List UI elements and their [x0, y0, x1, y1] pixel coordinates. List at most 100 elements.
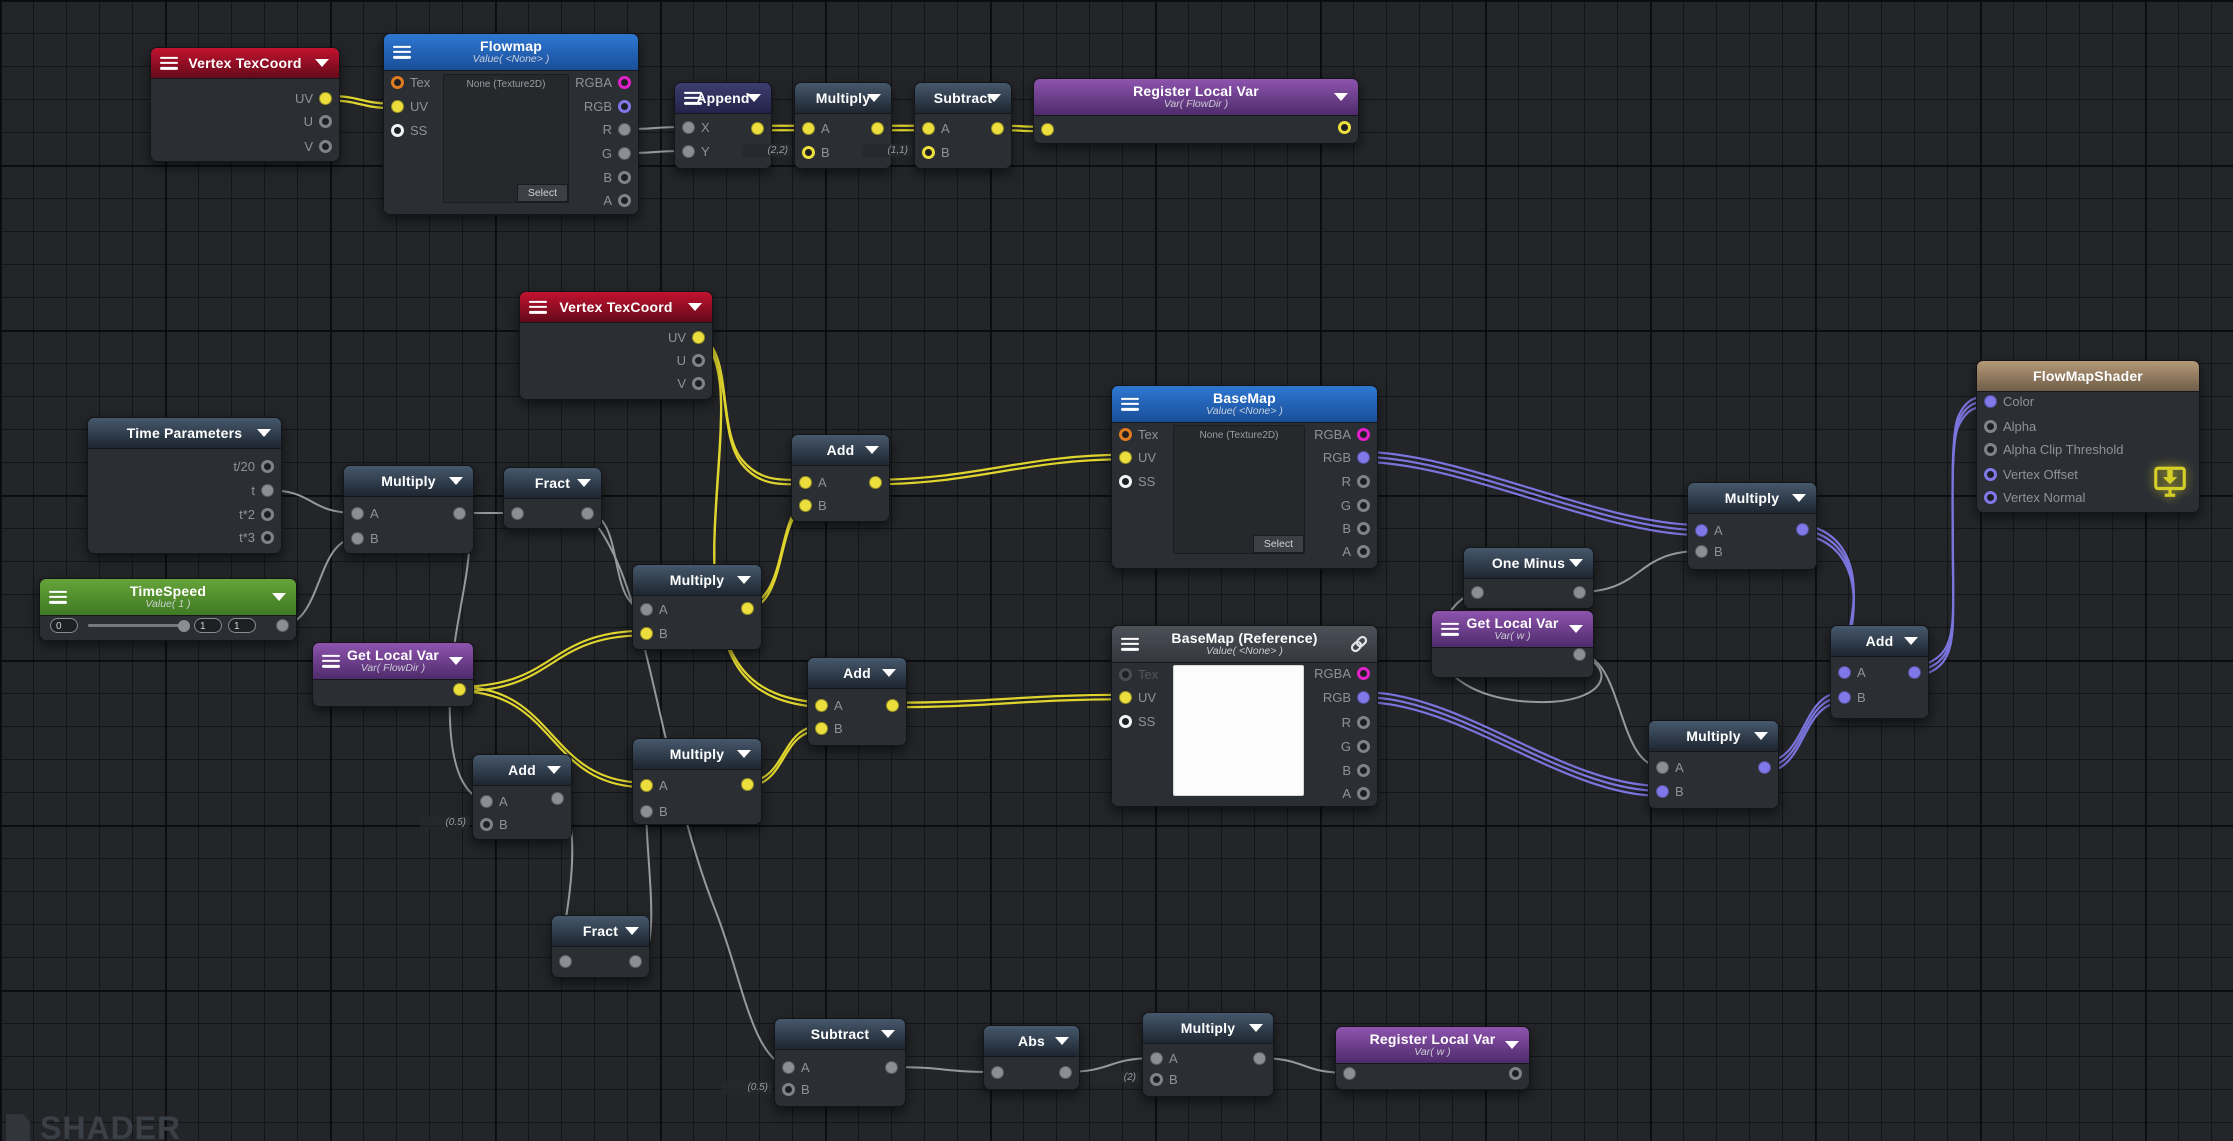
a-port[interactable]	[1357, 787, 1370, 800]
in-port[interactable]	[991, 1066, 1004, 1079]
node-header[interactable]: Subtract	[775, 1019, 905, 1050]
b-port[interactable]	[1695, 545, 1708, 558]
chevron-down-icon[interactable]	[688, 303, 702, 311]
b-port[interactable]	[480, 818, 493, 831]
in-port[interactable]	[1041, 123, 1054, 136]
b-port[interactable]	[815, 722, 828, 735]
node-header[interactable]: Abs	[984, 1026, 1079, 1057]
v-port[interactable]	[692, 377, 705, 390]
a-port[interactable]	[815, 699, 828, 712]
out-port[interactable]	[1509, 1067, 1522, 1080]
node-header[interactable]: Fract	[504, 468, 601, 499]
b-port[interactable]	[782, 1083, 795, 1096]
ss-port[interactable]	[1119, 715, 1132, 728]
chevron-down-icon[interactable]	[1249, 1024, 1263, 1032]
a-port[interactable]	[640, 779, 653, 792]
a-port[interactable]	[351, 507, 364, 520]
in-port[interactable]	[1471, 586, 1484, 599]
rgba-port[interactable]	[1357, 667, 1370, 680]
node-header[interactable]: Multiply	[344, 466, 473, 497]
ss-port[interactable]	[391, 124, 404, 137]
out-port[interactable]	[581, 507, 594, 520]
out-port[interactable]	[741, 602, 754, 615]
alphaclip-port[interactable]	[1984, 443, 1997, 456]
out-port[interactable]	[1908, 666, 1921, 679]
uv-port[interactable]	[1119, 691, 1132, 704]
select-button[interactable]: Select	[516, 184, 568, 202]
node-header[interactable]: Subtract	[915, 83, 1011, 114]
hamburger-icon[interactable]	[684, 89, 702, 107]
a-port[interactable]	[1357, 545, 1370, 558]
link-icon[interactable]	[1349, 634, 1369, 654]
chevron-down-icon[interactable]	[867, 94, 881, 102]
uv-port[interactable]	[319, 92, 332, 105]
export-to-screen-icon[interactable]	[2151, 463, 2189, 504]
b-port[interactable]	[640, 627, 653, 640]
a-port[interactable]	[799, 476, 812, 489]
chevron-down-icon[interactable]	[1904, 637, 1918, 645]
r-port[interactable]	[1357, 716, 1370, 729]
in-port[interactable]	[559, 955, 572, 968]
node-header[interactable]: Add	[792, 435, 889, 466]
node-header[interactable]: Multiply	[795, 83, 891, 114]
b-port[interactable]	[922, 146, 935, 159]
x-port[interactable]	[682, 121, 695, 134]
node-header[interactable]: Multiply	[633, 565, 761, 596]
out-port[interactable]	[629, 955, 642, 968]
r-port[interactable]	[618, 123, 631, 136]
texture-preview[interactable]: None (Texture2D)Select	[1173, 425, 1305, 554]
b-port[interactable]	[802, 146, 815, 159]
b-port[interactable]	[351, 532, 364, 545]
node-header[interactable]: Multiply	[1688, 483, 1816, 514]
node-header[interactable]: FlowMapShader	[1977, 361, 2199, 392]
hamburger-icon[interactable]	[393, 43, 411, 61]
out-port[interactable]	[1059, 1066, 1072, 1079]
out-port[interactable]	[871, 122, 884, 135]
t20-port[interactable]	[261, 460, 274, 473]
in-port[interactable]	[511, 507, 524, 520]
in-port[interactable]	[1343, 1067, 1356, 1080]
node-fract_top[interactable]: Fract	[503, 467, 602, 529]
out-port[interactable]	[1253, 1052, 1266, 1065]
alpha-port[interactable]	[1984, 420, 1997, 433]
node-header[interactable]: Multiply	[1143, 1013, 1273, 1044]
hamburger-icon[interactable]	[49, 588, 67, 606]
uv-port[interactable]	[692, 331, 705, 344]
b-port[interactable]	[640, 805, 653, 818]
out-port[interactable]	[1338, 121, 1351, 134]
node-header[interactable]: Vertex TexCoord	[520, 292, 712, 323]
a-port[interactable]	[1838, 666, 1851, 679]
chevron-down-icon[interactable]	[1792, 494, 1806, 502]
a-port[interactable]	[782, 1061, 795, 1074]
rgba-port[interactable]	[618, 76, 631, 89]
hamburger-icon[interactable]	[322, 652, 340, 670]
out-port[interactable]	[453, 507, 466, 520]
g-port[interactable]	[1357, 499, 1370, 512]
rgba-port[interactable]	[1357, 428, 1370, 441]
tex-port[interactable]	[1119, 428, 1132, 441]
vertexoffset-port[interactable]	[1984, 468, 1997, 481]
node-header[interactable]: Add	[473, 755, 571, 786]
a-port[interactable]	[1695, 524, 1708, 537]
chevron-down-icon[interactable]	[1505, 1041, 1519, 1049]
chevron-down-icon[interactable]	[1569, 625, 1583, 633]
chevron-down-icon[interactable]	[1569, 559, 1583, 567]
